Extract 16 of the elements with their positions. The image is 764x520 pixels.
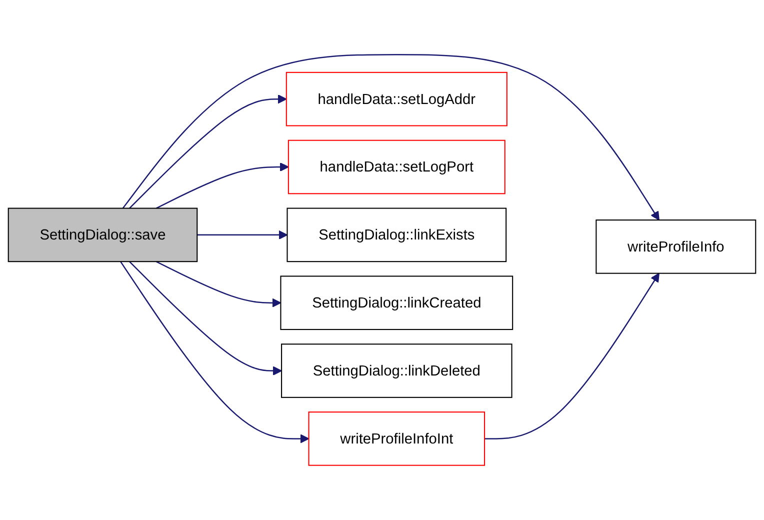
node-box: SettingDialog::linkExists [286,208,507,262]
arrow [122,54,660,220]
arrow [156,261,282,308]
node-box: handleData::setLogAddr [286,72,508,126]
node-box: SettingDialog::linkCreated [280,276,514,330]
arrow [129,261,282,376]
node-box: handleData::setLogPort [288,140,506,194]
node-box: SettingDialog::save [8,208,198,262]
node-box: SettingDialog::linkDeleted [281,344,512,398]
arrow [197,230,288,240]
arrow [129,94,287,209]
arrow [120,261,310,444]
arrow [156,162,289,209]
arrow [484,272,660,440]
node-box: writeProfileInfo [596,220,756,274]
node-box: writeProfileInfoInt [308,412,486,466]
